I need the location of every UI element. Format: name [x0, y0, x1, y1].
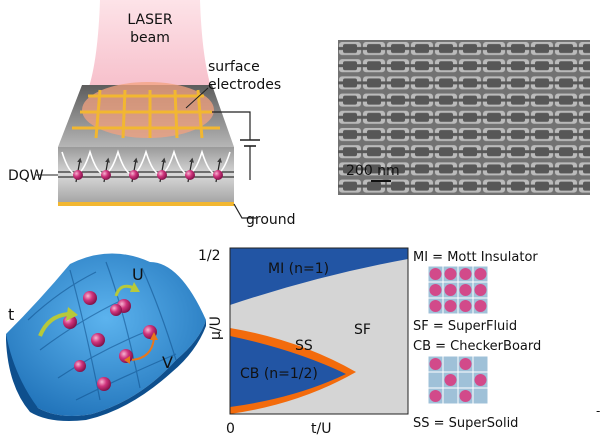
stray-dash: - [596, 404, 600, 418]
x-axis-label: t/U [311, 421, 331, 437]
electrodes-label-line1: surface [208, 59, 260, 75]
hopping-arrow-t [38, 312, 69, 337]
ground-label: ground [246, 212, 296, 228]
tile-particle [459, 390, 472, 402]
sample-front-face [58, 147, 234, 202]
scale-bar [371, 180, 391, 182]
label-t: t [8, 305, 14, 324]
phase-diagram: MI (n=1) SF SS CB (n=1/2) 1/2 0 t/U μ/U [198, 247, 409, 437]
tile-particle [444, 374, 457, 386]
tile-particle [459, 358, 472, 370]
mi-lattice-tile [427, 265, 489, 315]
tile-particle [459, 284, 472, 296]
label-mi: MI (n=1) [268, 261, 329, 277]
tile-particle [429, 300, 442, 312]
tile-particle [444, 300, 457, 312]
cb-lattice-tile [427, 355, 489, 405]
tile-particle [444, 268, 457, 280]
legend-ss: SS = SuperSolid [413, 416, 518, 431]
tile-particle [444, 284, 457, 296]
electrodes-label-line2: electrodes [208, 77, 281, 93]
label-sf: SF [354, 322, 371, 338]
laser-label-line1: LASER [127, 12, 172, 28]
interaction-arrow-U [114, 284, 135, 297]
sem-micrograph: 200 nm [338, 40, 590, 195]
dqw-excitons [73, 157, 223, 183]
electrodes-pointer [185, 87, 209, 109]
scale-bar-label: 200 nm [346, 163, 400, 179]
tile-particle [429, 284, 442, 296]
tile-particle [459, 300, 472, 312]
legend-mi: MI = Mott Insulator [413, 250, 538, 265]
legend-cb: CB = CheckerBoard [413, 339, 541, 354]
region-mi [230, 248, 408, 305]
legend-sf: SF = SuperFluid [413, 319, 517, 334]
lattice-potential-wave [61, 149, 231, 175]
region-cb [230, 336, 346, 407]
tile-particle [429, 268, 442, 280]
bias-circuit [212, 111, 260, 219]
surface-electrodes-grid [72, 89, 220, 139]
device-schematic: LASER beam surface electrodes [8, 0, 296, 228]
tile-particle [429, 358, 442, 370]
y-axis-label: μ/U [208, 316, 224, 340]
label-ss: SS [295, 338, 313, 354]
label-V: V [162, 353, 173, 372]
label-U: U [132, 265, 144, 284]
laser-label-line2: beam [130, 30, 170, 46]
tile-particle [474, 374, 487, 386]
nn-interaction-arrow-V [131, 337, 155, 361]
tile-particle [429, 390, 442, 402]
optical-lattice-surface: t U V [6, 253, 206, 421]
lattice-particles [63, 291, 157, 391]
x-tick-zero: 0 [226, 421, 235, 437]
tile-particle [474, 268, 487, 280]
dqw-label: DQW [8, 168, 44, 184]
tile-particle [459, 268, 472, 280]
y-tick-half: 1/2 [198, 248, 221, 264]
tile-particle [474, 284, 487, 296]
tile-particle [474, 300, 487, 312]
ground-electrode-strip [58, 202, 234, 206]
label-cb: CB (n=1/2) [240, 366, 318, 382]
laser-spot [82, 82, 214, 138]
phase-legend: MI = Mott Insulator SF = SuperFluid CB =… [413, 250, 541, 431]
